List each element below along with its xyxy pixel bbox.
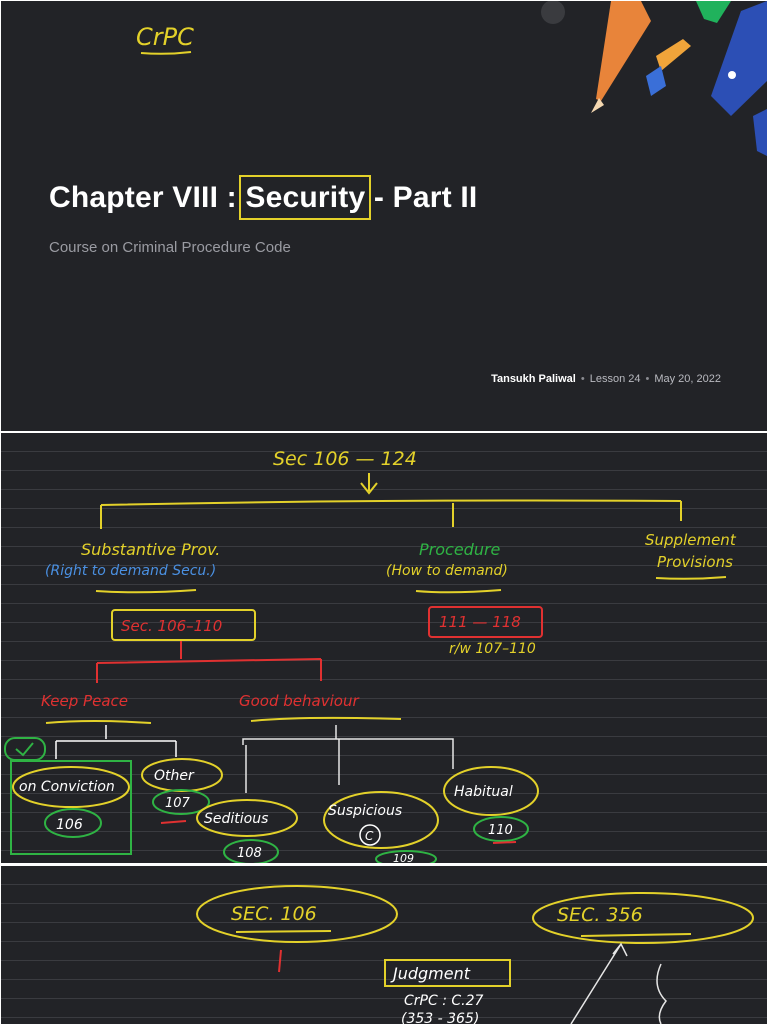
seditious-label: Seditious	[204, 811, 268, 827]
left-oval-label: SEC. 106	[231, 903, 317, 925]
title-highlight: Security	[239, 175, 372, 220]
procedure-note: (How to demand)	[386, 563, 508, 579]
on-conviction-sec: 106	[56, 817, 83, 833]
substantive-label: Substantive Prov.	[81, 540, 220, 559]
lesson-number: Lesson 24	[589, 373, 641, 385]
ink-layer: CrPC	[136, 23, 194, 55]
title-prefix: Chapter VIII :	[49, 181, 246, 214]
good-behaviour-label: Good behaviour	[239, 692, 359, 710]
suspicious-sec: 109	[393, 852, 414, 863]
slide-subtitle: Course on Criminal Procedure Code	[49, 239, 291, 256]
proc-link-note: r/w 107–110	[449, 641, 536, 657]
corner-note: CrPC	[136, 23, 194, 51]
suspicious-mark: C	[365, 829, 374, 843]
crpc-range: (353 - 365)	[401, 1011, 479, 1024]
ink-layer: SEC. 106 SEC. 356 Judgment CrPC : C.27 (…	[196, 885, 754, 1024]
right-oval-label: SEC. 356	[557, 904, 643, 926]
on-conviction-label: on Conviction	[19, 779, 115, 795]
procedure-label: Procedure	[419, 540, 501, 559]
substantive-note: (Right to demand Secu.)	[45, 563, 216, 579]
seditious-sec: 108	[237, 846, 262, 861]
sec-range-box: Sec. 106–110	[121, 617, 222, 635]
other-label: Other	[154, 768, 195, 784]
keep-peace-label: Keep Peace	[41, 692, 128, 710]
habitual-sec: 110	[488, 823, 513, 838]
other-sec: 107	[165, 796, 191, 811]
habitual-label: Habitual	[454, 784, 513, 800]
supplementary-label-2: Provisions	[657, 553, 733, 571]
separator-dot: •	[580, 373, 585, 385]
slide-meta: Tansukh Paliwal • Lesson 24 • May 20, 2022	[491, 373, 721, 385]
lesson-date: May 20, 2022	[654, 373, 721, 385]
judgment-label: Judgment	[390, 964, 471, 983]
title-suffix: - Part II	[365, 181, 478, 214]
notes-slide-sections: SEC. 106 SEC. 356 Judgment CrPC : C.27 (…	[1, 866, 767, 1024]
suspicious-label: Suspicious	[328, 803, 402, 819]
pencil-and-pen-nib-icon	[541, 1, 767, 156]
supplementary-label: Supplement	[645, 531, 737, 549]
crpc-chapter: CrPC : C.27	[404, 993, 483, 1009]
author-name: Tansukh Paliwal	[491, 373, 576, 385]
notes-slide-tree: Sec 106 — 124 Substantive Prov. (Right t…	[1, 433, 767, 863]
ink-layer: Sec 106 — 124 Substantive Prov. (Right t…	[4, 448, 737, 863]
separator-dot: •	[645, 373, 650, 385]
slide-title: Chapter VIII : Security - Part II	[49, 175, 478, 220]
title-slide: CrPC Chapter VIII : Security - Part II C…	[1, 1, 767, 431]
slide-decoration	[541, 1, 767, 156]
tree-heading: Sec 106 — 124	[273, 448, 417, 470]
proc-range-box: 111 — 118	[439, 613, 521, 631]
